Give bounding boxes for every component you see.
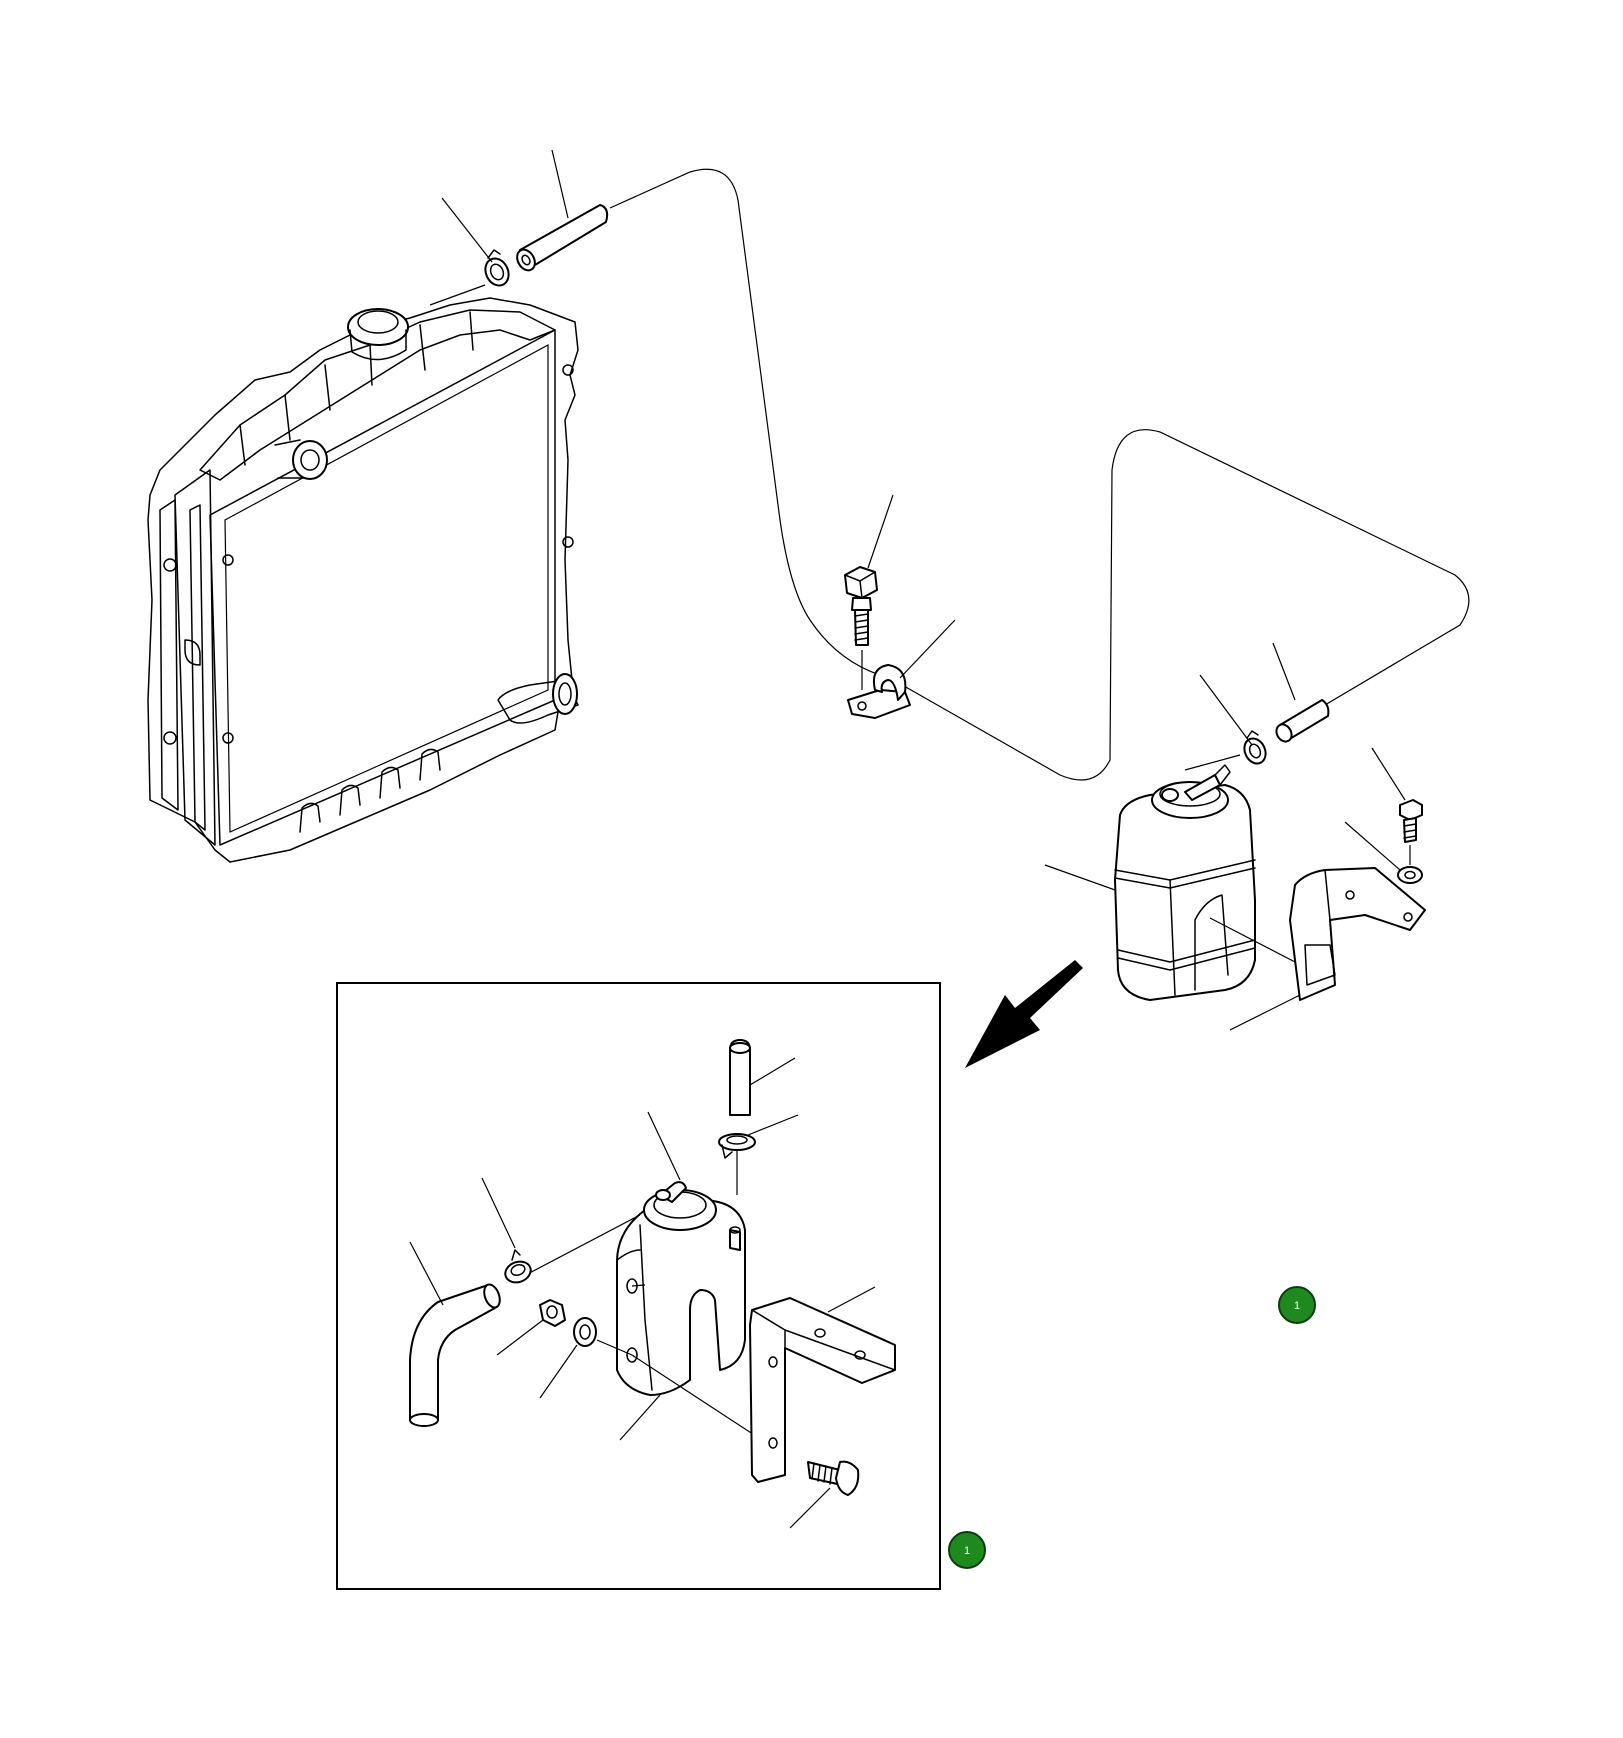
hose-icon — [729, 1039, 751, 1116]
leader-line — [496, 1319, 544, 1356]
pipe-clip-icon — [847, 664, 911, 719]
hose-icon — [409, 1283, 501, 1427]
leader-line — [1229, 994, 1301, 1031]
leader-line — [551, 149, 569, 219]
leader-line — [1344, 821, 1401, 871]
hose-clamp-icon — [504, 1249, 532, 1284]
arrow-icon — [965, 960, 1083, 1068]
callout-badge-label: 1 — [1294, 1300, 1300, 1312]
hose-icon — [1275, 699, 1330, 743]
leader-line — [647, 1111, 681, 1181]
hose-clamp-icon — [718, 1133, 756, 1159]
reserve-tank-icon — [1114, 764, 1256, 1001]
reserve-tank-icon — [616, 1181, 746, 1396]
leader-line — [1044, 864, 1116, 891]
leader-line — [1272, 642, 1296, 701]
leader-line — [867, 494, 894, 569]
callout-badge-label: 1 — [964, 1545, 970, 1557]
callout-badge[interactable]: 1 — [1278, 1286, 1316, 1324]
washer-icon — [573, 1317, 597, 1347]
detail-view-frame — [336, 982, 941, 1590]
leader-line — [441, 197, 493, 263]
overflow-hose-route — [429, 168, 1470, 781]
hose-clamp-icon — [484, 249, 510, 287]
hose-clamp-icon — [1243, 730, 1267, 765]
leader-line — [899, 619, 956, 679]
nut-icon — [539, 1299, 566, 1327]
hose-icon — [516, 204, 609, 272]
callout-badge[interactable]: 1 — [948, 1531, 986, 1569]
leader-line — [1371, 747, 1406, 801]
leader-line — [409, 1241, 444, 1306]
leader-line — [789, 1487, 831, 1529]
bolt-icon — [807, 1460, 860, 1496]
leader-line — [827, 1286, 876, 1313]
bolt-icon — [844, 566, 878, 646]
bracket-icon — [749, 1297, 896, 1483]
leader-line — [481, 1177, 516, 1249]
bolt-icon — [1397, 799, 1423, 884]
leader-line — [539, 1344, 578, 1399]
leader-line — [749, 1057, 796, 1086]
bracket-icon — [1289, 867, 1426, 1001]
leader-line — [747, 1114, 799, 1136]
radiator-icon — [147, 297, 579, 863]
leader-line — [1199, 674, 1253, 746]
leader-line — [619, 1394, 661, 1441]
